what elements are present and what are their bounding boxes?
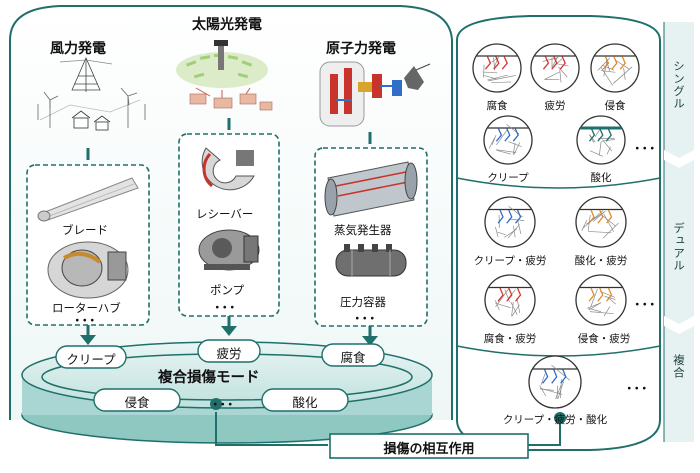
part-label-pressure-vessel: 圧力容器 — [340, 295, 386, 309]
microstructure-single-fatigue — [530, 43, 580, 93]
plant-title-solar: 太陽光発電 — [192, 17, 262, 33]
cell-label-dual-2: 腐食・疲労 — [483, 333, 537, 345]
microstructure-single-corrosion — [472, 43, 522, 93]
mode-pills — [55, 339, 385, 412]
microstructure-single-oxidation — [576, 115, 626, 165]
category-dual: デュアル — [672, 222, 686, 272]
platform-ellipsis: ･･･ — [212, 398, 235, 413]
cell-label-dual-3: 侵食・疲労 — [577, 333, 631, 345]
microstructure-group — [472, 43, 640, 409]
mode-creep: クリープ — [66, 352, 116, 367]
cell-label-dual-0: クリープ・疲労 — [473, 255, 547, 267]
wind-ellipsis: ･･･ — [74, 314, 97, 329]
nuclear-ellipsis: ･･･ — [354, 312, 377, 327]
mode-oxidation: 酸化 — [292, 395, 318, 410]
cell-label-single-3: クリープ — [487, 172, 529, 184]
plant-title-wind: 風力発電 — [50, 41, 106, 57]
part-label-pump: ポンプ — [210, 283, 245, 297]
microstructure-dual-corrosion-fatigue — [484, 274, 536, 326]
part-label-blade: ブレード — [62, 223, 108, 237]
receiver-illustration — [201, 147, 255, 191]
interaction-box — [329, 433, 529, 459]
pump-illustration — [198, 229, 260, 271]
cell-label-single-4: 酸化 — [590, 172, 612, 184]
mode-corrosion: 腐食 — [340, 350, 366, 365]
dual-ellipsis: ･･･ — [634, 298, 657, 313]
cell-label-complex-0: クリープ・疲労・酸化 — [502, 414, 608, 426]
steam-generator-illustration — [324, 161, 418, 217]
part-label-steam-generator: 蒸気発生器 — [334, 223, 392, 237]
plant-connectors — [80, 118, 378, 346]
microstructure-dual-oxidation-fatigue — [575, 196, 627, 248]
nuclear-plant-illustration — [319, 61, 431, 127]
plant-title-nuclear: 原子力発電 — [326, 41, 396, 57]
platform-title: 複合損傷モード — [158, 370, 260, 386]
rotor-hub-illustration — [47, 241, 129, 299]
solar-field-illustration — [176, 40, 273, 111]
microstructure-complex-creep-fatigue-oxidation — [528, 355, 582, 409]
cell-label-single-2: 侵食 — [604, 100, 626, 112]
interaction-label: 損傷の相互作用 — [383, 442, 475, 457]
solar-ellipsis: ･･･ — [214, 301, 237, 316]
single-ellipsis: ･･･ — [634, 142, 657, 157]
microstructure-dual-creep-fatigue — [484, 196, 536, 248]
category-complex: 複合 — [672, 354, 686, 379]
part-label-rotor-hub: ローターハブ — [52, 301, 121, 315]
wind-farm-illustration — [37, 57, 146, 131]
cell-label-single-1: 疲労 — [544, 100, 566, 112]
blade-illustration — [37, 177, 139, 222]
mode-fatigue: 疲労 — [216, 346, 242, 361]
cell-label-single-0: 腐食 — [486, 100, 508, 112]
part-label-receiver: レシーバー — [196, 207, 254, 221]
interaction-connector — [210, 398, 566, 446]
pressure-vessel-illustration — [335, 244, 407, 277]
complex-ellipsis: ･･･ — [626, 382, 649, 397]
microstructure-single-erosion — [590, 43, 640, 93]
cell-label-dual-1: 酸化・疲労 — [574, 255, 628, 267]
microstructure-dual-erosion-fatigue — [575, 274, 627, 326]
mode-erosion: 侵食 — [124, 395, 150, 410]
category-single: シングル — [672, 60, 686, 110]
microstructure-single-creep — [483, 115, 533, 165]
